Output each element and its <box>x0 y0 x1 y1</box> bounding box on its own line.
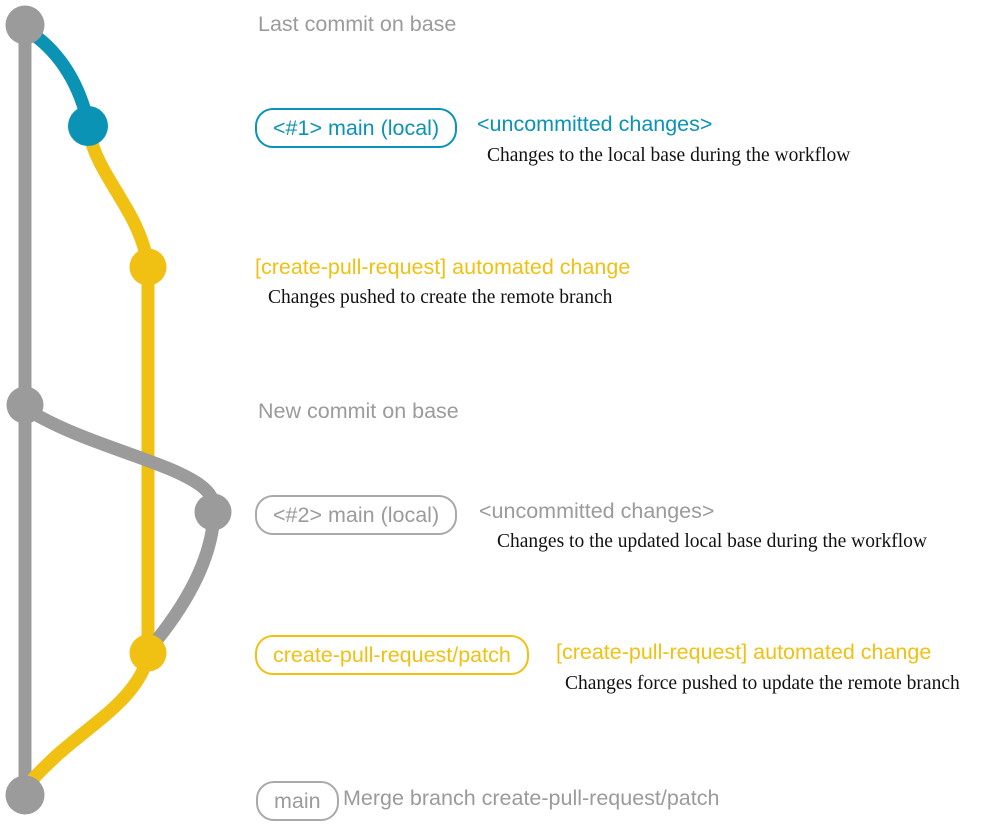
commit-desc-automated-2: Changes force pushed to update the remot… <box>565 673 960 694</box>
commit-title-uncommitted-1: <uncommitted changes> <box>477 112 713 136</box>
commit-dot-merge <box>5 775 45 815</box>
commit-dot-automated-change-1 <box>129 248 167 286</box>
commit-dot-last-base <box>5 5 45 45</box>
commit-dot-local-main-2 <box>194 493 232 531</box>
branch-badge-main-local-2: <#2> main (local) <box>255 495 458 535</box>
commit-dot-new-base <box>6 386 44 424</box>
label-last-commit-on-base: Last commit on base <box>258 12 457 36</box>
commit-title-automated-1: [create-pull-request] automated change <box>255 255 631 279</box>
commit-dot-automated-change-2 <box>129 634 167 672</box>
git-graph <box>5 5 232 815</box>
commit-desc-uncommitted-2: Changes to the updated local base during… <box>497 531 927 552</box>
patch-merge-line <box>20 653 154 795</box>
commit-dot-local-main-1 <box>68 106 108 146</box>
local-main-2-branch-out-line <box>21 403 221 517</box>
local-main-1-branch-line <box>20 23 94 125</box>
commit-title-uncommitted-2: <uncommitted changes> <box>479 499 715 523</box>
commit-title-automated-2: [create-pull-request] automated change <box>556 640 932 664</box>
local-main-2-rebase-line <box>145 507 221 653</box>
commit-desc-automated-1: Changes pushed to create the remote bran… <box>268 287 613 308</box>
commit-desc-uncommitted-1: Changes to the local base during the wor… <box>487 145 851 166</box>
branch-badge-main: main <box>256 781 339 821</box>
label-new-commit-on-base: New commit on base <box>258 399 459 423</box>
branch-badge-main-local-1: <#1> main (local) <box>255 108 458 148</box>
commit-title-merge: Merge branch create-pull-request/patch <box>343 786 720 810</box>
branch-badge-create-pull-request-patch: create-pull-request/patch <box>255 635 529 675</box>
patch-branch-curve-top <box>82 125 154 267</box>
